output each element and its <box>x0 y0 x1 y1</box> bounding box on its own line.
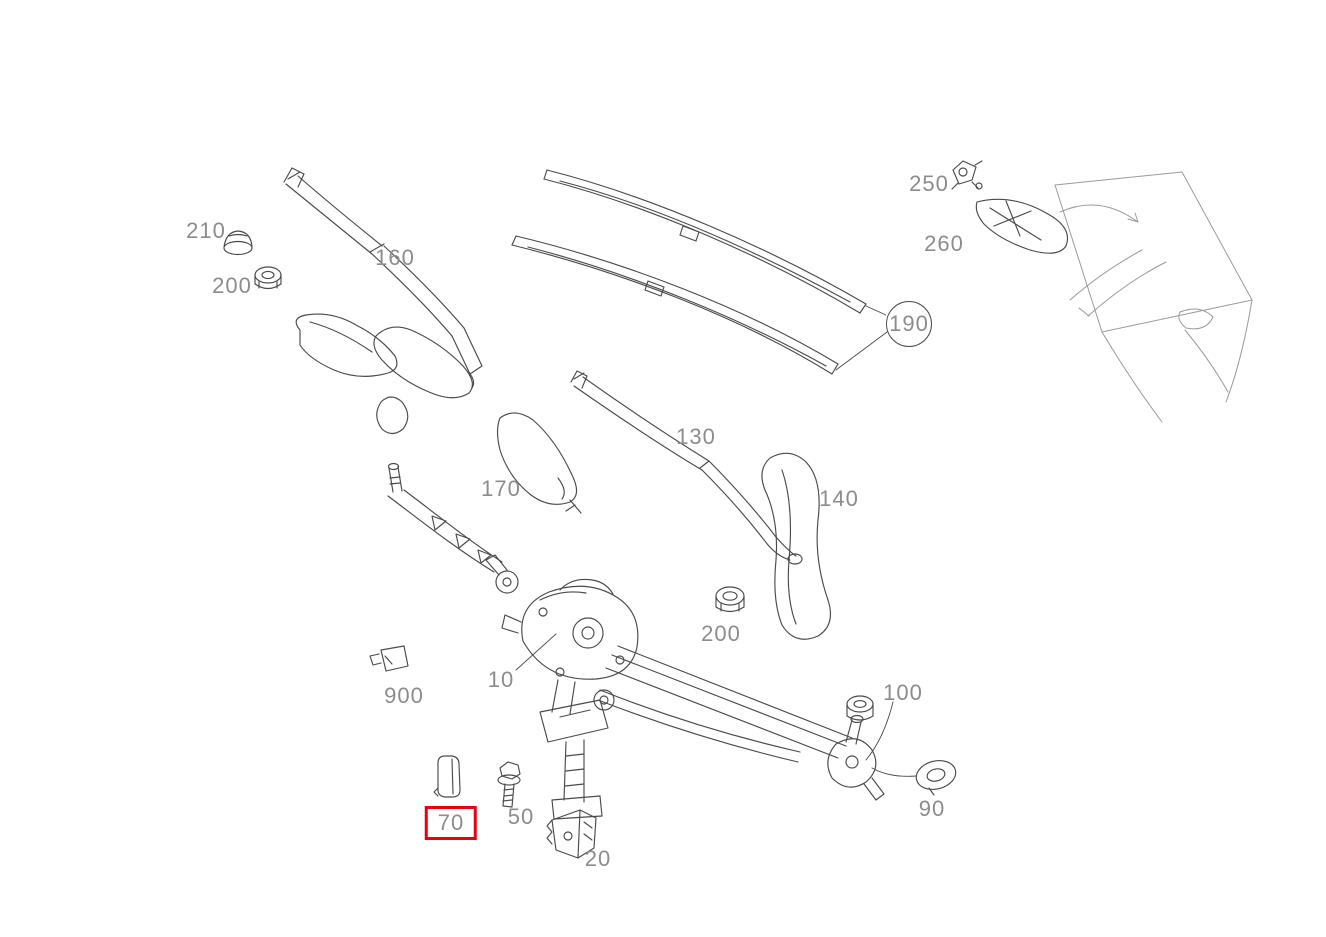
part-label-90[interactable]: 90 <box>918 796 946 821</box>
car-windshield-sketch <box>1054 171 1253 423</box>
part-drawing-70 <box>433 755 461 798</box>
part-label-50[interactable]: 50 <box>507 804 535 829</box>
part-label-200b[interactable]: 200 <box>701 621 741 646</box>
part-label-160[interactable]: 160 <box>375 245 415 270</box>
part-label-130[interactable]: 130 <box>676 424 716 449</box>
part-label-900[interactable]: 900 <box>384 683 424 708</box>
part-label-100[interactable]: 100 <box>883 680 923 705</box>
part-label-140[interactable]: 140 <box>819 486 859 511</box>
part-drawing-130 <box>570 370 803 565</box>
part-drawing-160 <box>283 167 483 435</box>
part-drawing-200b <box>715 586 745 613</box>
part-label-210[interactable]: 210 <box>186 218 226 243</box>
part-label-250[interactable]: 250 <box>909 171 949 196</box>
part-drawing-20 <box>546 809 597 859</box>
part-drawing-200a <box>254 266 282 290</box>
part-drawing-90 <box>871 760 957 796</box>
part-label-200a[interactable]: 200 <box>212 273 252 298</box>
part-drawing-100 <box>846 695 894 761</box>
part-label-190[interactable]: 190 <box>886 301 932 347</box>
part-label-70[interactable]: 70 <box>424 806 478 840</box>
part-drawing-10 <box>387 462 885 820</box>
part-label-170[interactable]: 170 <box>481 476 521 501</box>
part-drawing-50 <box>497 761 521 808</box>
part-label-20[interactable]: 20 <box>584 846 612 871</box>
part-drawing-250-260 <box>951 160 1069 254</box>
part-drawing-210 <box>223 230 253 256</box>
part-drawing-140 <box>761 452 831 640</box>
part-drawing-190 <box>511 169 888 375</box>
part-label-260[interactable]: 260 <box>924 231 964 256</box>
part-label-10[interactable]: 10 <box>487 667 515 692</box>
part-drawing-900 <box>369 645 409 672</box>
part-drawing-170 <box>496 412 582 514</box>
